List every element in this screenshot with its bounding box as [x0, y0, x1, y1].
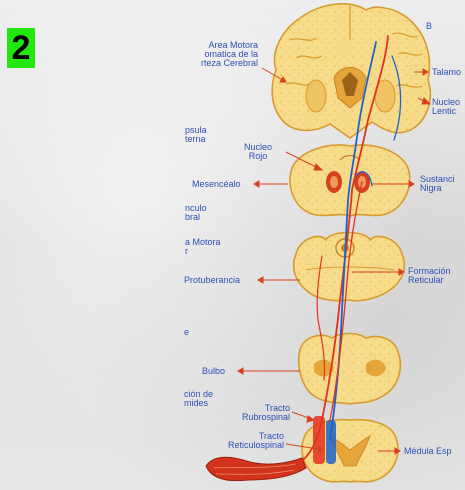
- label-protuberancia: Protuberancia: [184, 276, 240, 285]
- label-sustancia-nigra: Sustanci Nigra: [420, 175, 455, 193]
- medulla-section: [299, 334, 401, 405]
- muscle-illustration: [206, 457, 306, 480]
- label-medula-espinal: Médula Esp: [404, 447, 452, 456]
- label-line: bral: [185, 213, 207, 222]
- label-line: Rojo: [244, 152, 272, 161]
- label-line: Reticular: [408, 276, 451, 285]
- label-tracto-reticulospinal: Tracto Reticulospinal: [210, 432, 284, 450]
- label-area-motora: Area Motora omatica de la rteza Cerebral: [178, 41, 258, 68]
- label-line: Nigra: [420, 184, 455, 193]
- label-tracto-rubrospinal: Tracto Rubrospinal: [228, 404, 290, 422]
- label-pedunculo-cerebral: nculo bral: [185, 204, 207, 222]
- label-capsula-interna: psula terna: [185, 126, 207, 144]
- label-line: Rubrospinal: [228, 413, 290, 422]
- label-area-motora-2: a Motora r: [185, 238, 221, 256]
- label-top-letter: B: [426, 22, 432, 31]
- label-line: Reticulospinal: [210, 441, 284, 450]
- label-line: Lentic: [432, 107, 460, 116]
- label-line: r: [185, 247, 221, 256]
- label-decusacion: ción de mides: [184, 390, 213, 408]
- label-line: terna: [185, 135, 207, 144]
- label-line: a Motora: [185, 238, 221, 247]
- label-nucleo-rojo: Nucleo Rojo: [244, 143, 272, 161]
- label-mesencefalo: Mesencéalo: [192, 180, 241, 189]
- label-formacion-reticular: Formación Reticular: [408, 267, 451, 285]
- label-stray-e: e: [184, 328, 189, 337]
- label-nucleo-lenticular: Nucleo Lentic: [432, 98, 460, 116]
- label-line: rteza Cerebral: [178, 59, 258, 68]
- cerebrum-section: [272, 4, 430, 138]
- label-line: mides: [184, 399, 213, 408]
- label-bulbo: Bulbo: [202, 367, 225, 376]
- label-talamo: Talamo: [432, 68, 461, 77]
